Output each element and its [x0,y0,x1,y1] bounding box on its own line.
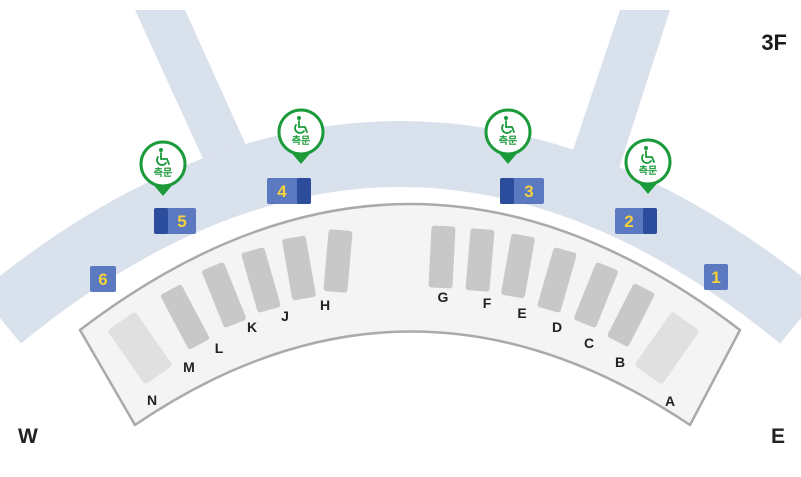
counter-l [202,262,246,328]
pin-label: 측문 [499,134,517,147]
counter-label-e: E [517,305,526,321]
gate-1[interactable]: 1 [704,264,728,290]
counter-label-k: K [247,319,257,335]
pin-label: 측문 [292,134,310,147]
gate-number: 5 [177,212,186,231]
counter-f [465,228,495,292]
gates: 1 2 3 4 5 6 [90,178,728,292]
counter-label-f: F [483,295,492,311]
counter-label-n: N [147,392,157,408]
gate-3[interactable]: 3 [500,178,544,204]
counter-label-j: J [281,308,289,324]
counter-c [574,262,618,328]
gate-2[interactable]: 2 [615,208,657,234]
gate-number: 1 [711,268,720,287]
counter-label-g: G [438,289,449,305]
counter-h [323,229,353,293]
pin-body [484,108,532,156]
direction-west: W [18,425,38,448]
access-road-west [135,10,255,185]
gate-marker [90,266,116,292]
pin-label: 측문 [154,166,172,179]
wheelchair-icon [501,116,515,134]
gate-6[interactable]: 6 [90,266,116,292]
counter-label-b: B [615,354,625,370]
counter-e [501,233,535,299]
direction-east: E [771,425,786,448]
accessible-entrance-pin[interactable]: 측문 [139,140,187,196]
accessible-entrance-pin[interactable]: 측문 [277,108,325,164]
wheelchair-icon [294,116,308,134]
counter-k [241,247,281,313]
pin-label: 측문 [639,164,657,177]
gate-marker [704,264,728,290]
checkin-counters: A B C D E F G H J K L M N [108,225,699,409]
counter-n [108,312,172,384]
gate-door [643,208,657,234]
counter-m [160,285,210,349]
counter-label-l: L [215,340,224,356]
gate-5[interactable]: 5 [154,208,196,234]
counter-a [635,312,699,384]
counter-label-h: H [320,297,330,313]
counter-label-m: M [183,359,195,375]
counter-label-a: A [665,393,675,409]
gate-door [154,208,168,234]
gate-number: 4 [277,182,287,201]
access-road-east [568,10,670,190]
counter-j [282,235,316,301]
gate-4[interactable]: 4 [267,178,311,204]
counter-label-c: C [584,335,594,351]
floor-indicator: 3F [761,30,787,55]
gate-door [297,178,311,204]
accessible-entrance-pin[interactable]: 측문 [624,138,672,194]
counter-label-d: D [552,319,562,335]
wheelchair-icon [156,148,170,166]
gate-number: 2 [624,212,633,231]
wheelchair-icon [641,146,655,164]
gate-number: 3 [524,182,533,201]
counter-g [428,225,456,289]
access-roads [135,10,670,190]
departure-road [0,121,801,344]
counter-d [537,247,577,313]
counter-b [607,283,655,347]
gate-door [500,178,514,204]
gate-number: 6 [98,270,107,289]
accessible-entrance-pin[interactable]: 측문 [484,108,532,164]
